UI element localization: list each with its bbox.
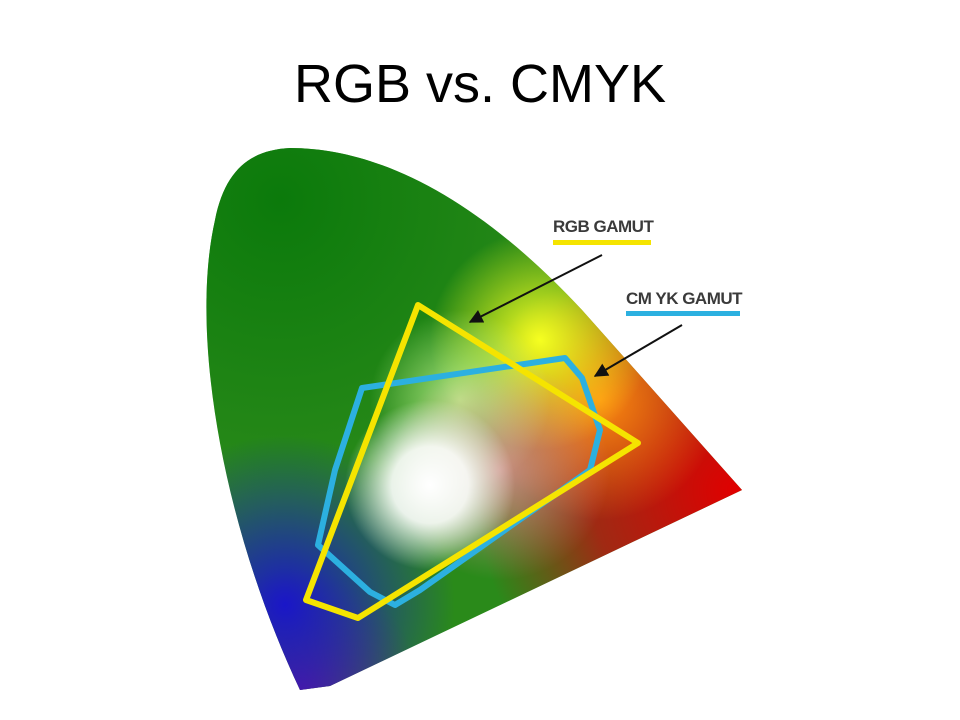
chromaticity-horseshoe (206, 148, 742, 690)
cmyk-gamut-label: CM YK GAMUT (626, 289, 743, 308)
cmyk-pointer-arrow (593, 324, 683, 377)
rgb-pointer-arrow (468, 254, 603, 323)
rgb-gamut-label: RGB GAMUT (553, 217, 654, 236)
cmyk-gamut-underline (626, 311, 740, 316)
rgb-gamut-outline (303, 302, 641, 621)
cmyk-gamut-outline (315, 355, 603, 608)
slide-title: RGB vs. CMYK (293, 54, 667, 114)
rgb-gamut-underline (553, 240, 651, 245)
